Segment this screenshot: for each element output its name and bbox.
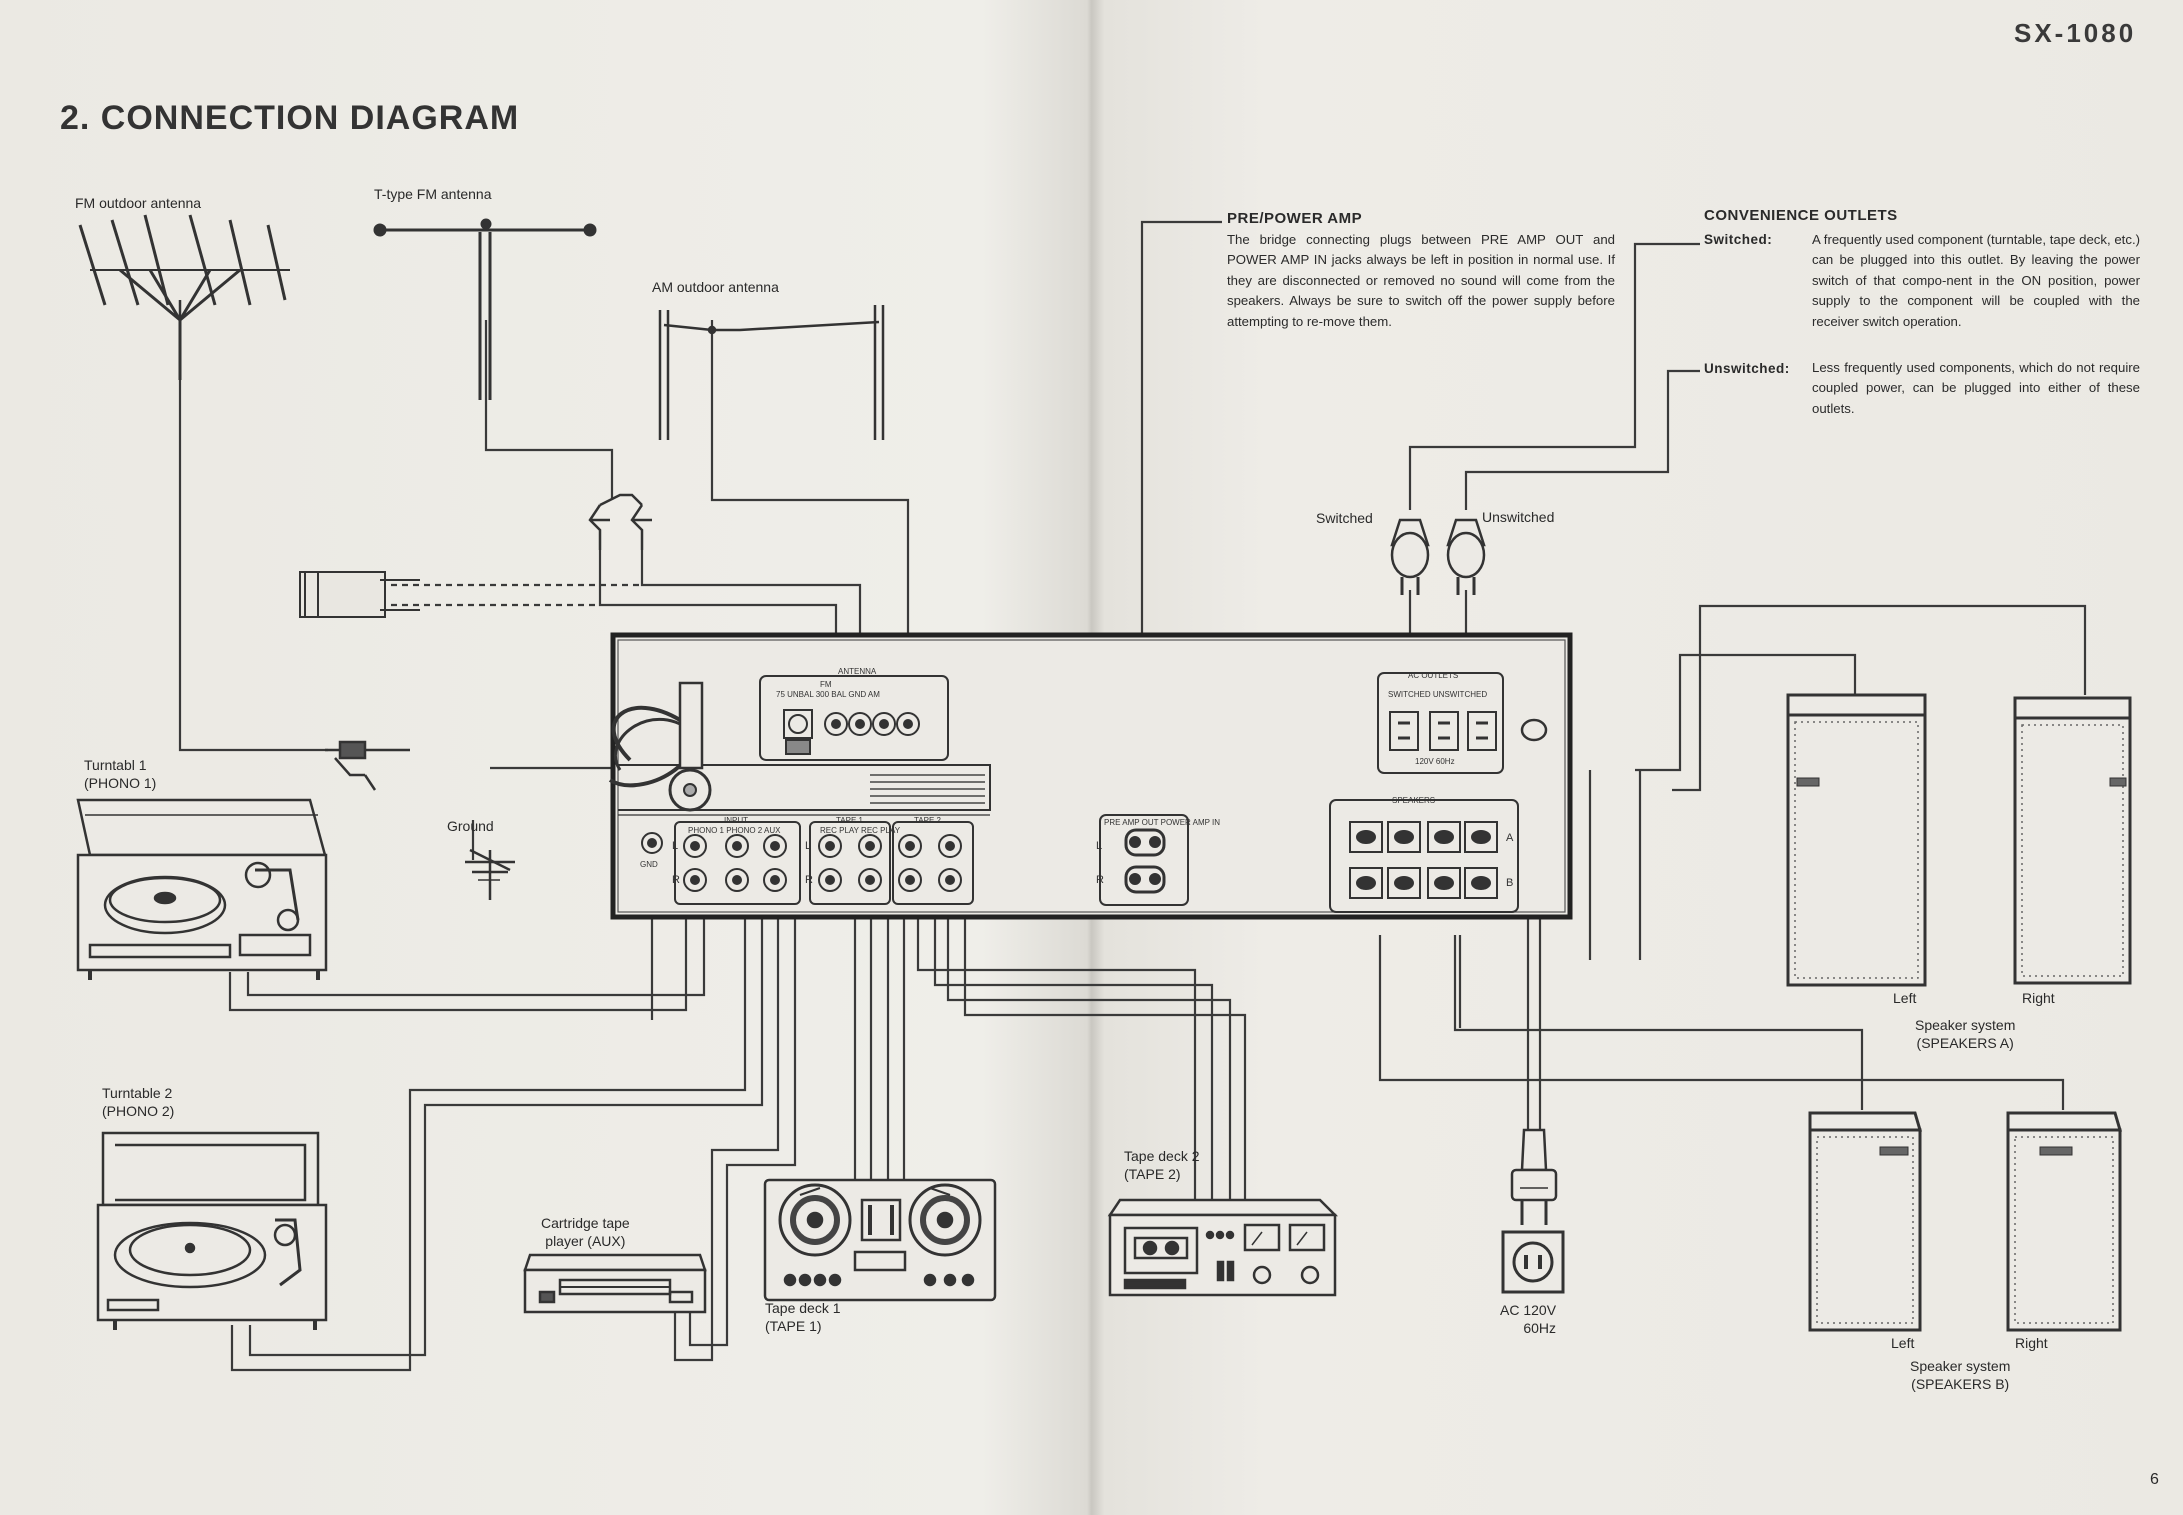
speaker-b-right <box>2006 1111 2123 1332</box>
ac-outlet-label: AC 120V 60Hz <box>1500 1302 1556 1337</box>
cartridge-name: Cartridge tape <box>541 1215 630 1231</box>
panel-ac-outlets-label: AC OUTLETS <box>1408 671 1459 680</box>
turntable-2 <box>96 1131 328 1330</box>
ground-label: Ground <box>447 818 494 834</box>
panel-speakers-label: SPEAKERS <box>1392 796 1436 805</box>
panel-input-r: R <box>672 874 680 886</box>
panel-tape1-label: TAPE 1 <box>836 816 863 825</box>
switched-label: Switched: <box>1704 232 1773 247</box>
cartridge-player <box>523 1253 707 1314</box>
speaker-terminals <box>1329 799 1519 913</box>
tape-deck-1 <box>763 1178 997 1302</box>
speaker-a-left <box>1786 693 1927 987</box>
unswitched-label: Unswitched: <box>1704 361 1790 376</box>
panel-antenna-label: ANTENNA <box>838 667 877 676</box>
panel-speaker-a: A <box>1506 832 1514 844</box>
switched-plug-label: Switched <box>1316 510 1373 526</box>
panel-ac-rating: 120V 60Hz <box>1415 757 1455 766</box>
turntable-2-label: Turntable 2 (PHONO 2) <box>102 1085 174 1120</box>
panel-phono-labels: PHONO 1 PHONO 2 AUX <box>688 826 781 835</box>
tape-deck-2-name: Tape deck 2 <box>1124 1148 1200 1164</box>
gnd-terminal <box>641 832 663 854</box>
coax-plug <box>325 740 410 791</box>
model-number: SX-1080 <box>2014 18 2137 48</box>
ac-voltage: AC 120V <box>1500 1302 1557 1318</box>
panel-tape2-label: TAPE 2 <box>914 816 941 825</box>
speakers-b-label: Speaker system (SPEAKERS B) <box>1910 1358 2010 1393</box>
panel-input-label: INPUT <box>724 816 748 825</box>
tape-deck-2-label: Tape deck 2 (TAPE 2) <box>1124 1148 1200 1183</box>
unswitched-plug <box>1446 518 1486 595</box>
panel-ac-sub-label: SWITCHED UNSWITCHED <box>1388 690 1488 699</box>
cartridge-input: player (AUX) <box>545 1232 626 1249</box>
convenience-heading: CONVENIENCE OUTLETS <box>1704 207 1898 224</box>
tape-deck-1-label: Tape deck 1 (TAPE 1) <box>765 1300 841 1335</box>
flat-feeder-cable <box>299 571 420 618</box>
fm-outdoor-antenna <box>78 214 290 380</box>
speaker-b-right-label: Right <box>2015 1335 2048 1351</box>
speakers-a-name: Speaker system <box>1915 1017 2016 1033</box>
turntable-2-name: Turntable 2 <box>102 1085 173 1101</box>
tape-deck-2-input: (TAPE 2) <box>1124 1165 1181 1182</box>
unswitched-plug-label: Unswitched <box>1482 509 1555 525</box>
pre-power-amp-jacks <box>1099 814 1189 906</box>
page-number: 6 <box>2150 1471 2159 1488</box>
speakers-b-name: Speaker system <box>1910 1358 2011 1374</box>
turntable-1 <box>76 798 328 980</box>
am-outdoor-antenna-label: AM outdoor antenna <box>652 279 779 295</box>
panel-antenna-terminals: 75 UNBAL 300 BAL GND AM <box>776 690 880 699</box>
panel-gnd-label: GND <box>640 860 658 869</box>
panel-tape-l: L <box>805 840 812 852</box>
t-type-fm-antenna <box>373 218 597 400</box>
ground-symbol <box>465 848 515 900</box>
antenna-terminal-block <box>759 675 949 761</box>
switched-plug <box>1390 518 1430 595</box>
ac-plug <box>1510 1128 1558 1225</box>
cartridge-player-label: Cartridge tape player (AUX) <box>541 1215 630 1250</box>
pre-power-text: The bridge connecting plugs between PRE … <box>1227 232 1615 329</box>
wall-outlet <box>1501 1230 1565 1294</box>
speakers-a-label: Speaker system (SPEAKERS A) <box>1915 1017 2015 1052</box>
ac-outlets-block <box>1377 672 1504 774</box>
turntable-1-label: Turntabl 1 (PHONO 1) <box>84 757 156 792</box>
panel-pre-l: L <box>1096 840 1103 852</box>
unswitched-text: Less frequently used components, which d… <box>1812 360 2140 416</box>
t-type-antenna-label: T-type FM antenna <box>374 186 492 202</box>
am-outdoor-antenna <box>658 305 885 440</box>
speaker-a-right <box>2013 696 2132 985</box>
panel-pre-out-label: PRE AMP OUT POWER AMP IN <box>1104 818 1221 827</box>
turntable-2-input: (PHONO 2) <box>102 1102 175 1119</box>
fm-outdoor-antenna-label: FM outdoor antenna <box>75 195 202 211</box>
ac-cord-strain-relief <box>1520 718 1548 742</box>
connection-wires <box>178 220 2087 1372</box>
speaker-a-right-label: Right <box>2022 990 2055 1006</box>
panel-tape-r: R <box>805 874 813 886</box>
tape-deck-1-name: Tape deck 1 <box>765 1300 841 1316</box>
pre-power-heading: PRE/POWER AMP <box>1227 210 1363 227</box>
speakers-a-terminal: (SPEAKERS A) <box>1916 1034 2014 1051</box>
turntable-1-name: Turntabl 1 <box>84 757 147 773</box>
panel-input-l: L <box>672 840 679 852</box>
panel-fm-label: FM <box>820 680 832 689</box>
panel-rec-play-labels: REC PLAY REC PLAY <box>820 826 901 835</box>
input-jacks <box>674 821 974 905</box>
panel-speaker-b: B <box>1506 877 1514 889</box>
speaker-a-left-label: Left <box>1893 990 1917 1006</box>
page-title: 2. CONNECTION DIAGRAM <box>60 99 520 137</box>
speaker-b-left-label: Left <box>1891 1335 1915 1351</box>
panel-pre-r: R <box>1096 874 1104 886</box>
turntable-1-input: (PHONO 1) <box>84 774 157 791</box>
tape-deck-1-input: (TAPE 1) <box>765 1317 822 1334</box>
switched-text: A frequently used component (turntable, … <box>1812 232 2140 329</box>
speaker-b-left <box>1808 1111 1923 1332</box>
speakers-b-terminal: (SPEAKERS B) <box>1911 1375 2010 1392</box>
ac-frequency: 60Hz <box>1523 1319 1557 1336</box>
tape-deck-2 <box>1107 1198 1339 1297</box>
antenna-lugs <box>588 493 652 550</box>
